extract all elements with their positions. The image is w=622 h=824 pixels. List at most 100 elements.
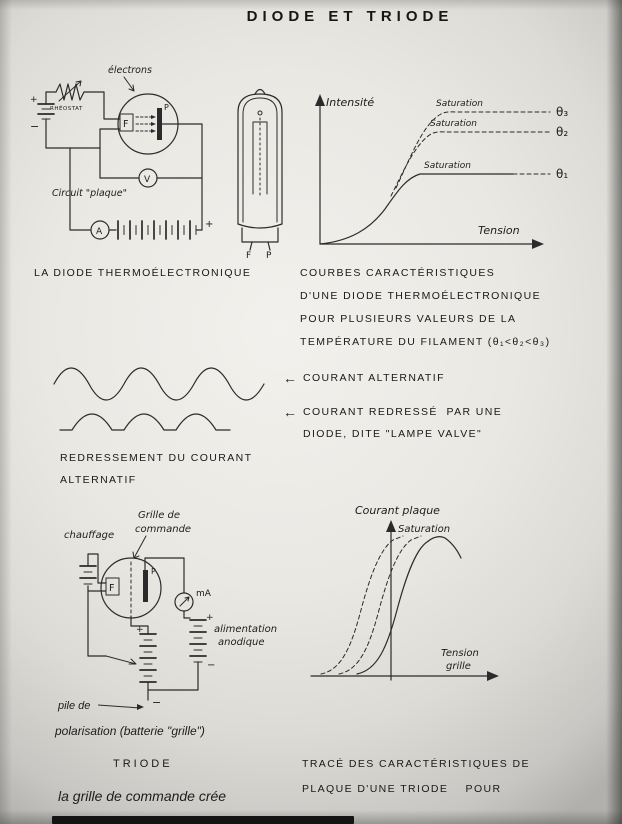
diode-characteristics-chart: Intensité Tension Saturation Saturation … [315, 94, 568, 249]
minus-sign: − [152, 696, 161, 709]
waveforms-drawing [53, 367, 265, 431]
plaque-circuit-label: Circuit "plaque" [52, 188, 127, 199]
rheostat-label: RHÉOSTAT [50, 104, 83, 112]
sine-wave [53, 367, 265, 401]
curve-theta3 [395, 111, 551, 189]
saturation-label-theta2: Saturation [430, 119, 477, 129]
triode-circuit-drawing: chauffage Grille de commande F P [64, 510, 277, 709]
x-axis-arrow-icon [532, 239, 544, 249]
saturation-label-theta1: Saturation [424, 161, 471, 171]
description-line: TEMPÉRATURE DU FILAMENT (θ₁<θ₂<θ₃) [300, 336, 551, 348]
theta2-label: θ₂ [556, 125, 568, 139]
triode-description-line2: PLAQUE D'UNE TRIODE POUR [302, 783, 502, 795]
alimentation-label-line1: alimentation [214, 624, 277, 635]
voltmeter: V [138, 168, 158, 188]
footer-handwriting: la grille de commande crée [58, 788, 227, 804]
tube-inner-outline [242, 97, 278, 223]
y-axis-label: Intensité [326, 96, 374, 109]
theta1-label: θ₁ [556, 167, 568, 181]
electron-flow-arrows [135, 116, 152, 132]
plate-bar [143, 570, 148, 602]
description-line: D'UNE DIODE THERMOÉLECTRONIQUE [300, 290, 541, 302]
rheostat-arrow-icon [58, 80, 82, 102]
diode-circuit-drawing: électrons + − RHÉOSTAT F P [30, 65, 213, 240]
alimentation-label-line2: anodique [218, 637, 265, 648]
x-axis-label-line1: Tension [441, 648, 479, 659]
pin-p-label: P [266, 251, 272, 261]
rectification-caption-line2: ALTERNATIF [60, 474, 137, 486]
grille-label-line1: Grille de [138, 510, 180, 521]
page-title: DIODE ET TRIODE [246, 8, 454, 25]
grille-pointer-arrow-icon [132, 535, 147, 559]
ammeter: A [90, 220, 110, 240]
vacuum-tube-drawing: F P [237, 88, 283, 261]
diode-tube: F P [117, 93, 179, 155]
electrons-arrow-icon [123, 76, 135, 92]
plate-battery-chain: + [117, 219, 213, 240]
y-axis-arrow-icon [315, 94, 325, 106]
polarisation-battery-chain: + − [136, 625, 161, 709]
redresse-label-line1: COURANT REDRESSÉ PAR UNE [303, 406, 503, 418]
triode-tube: F P [100, 557, 162, 619]
curve-dashed-2 [338, 535, 422, 675]
curve-dashed-1 [320, 535, 404, 675]
y-axis-arrow-icon [386, 520, 396, 532]
triode-caption: TRIODE [113, 758, 173, 770]
filament-label: F [109, 583, 114, 594]
plate-label: P [151, 567, 156, 576]
milliammeter: mA [174, 589, 212, 612]
left-arrow-icon [283, 370, 297, 386]
tube-electrodes [252, 110, 268, 199]
anode-battery-chain: + − [189, 613, 215, 671]
triode-wiring [87, 553, 199, 701]
voltmeter-label: V [144, 175, 151, 185]
left-arrow-icon [283, 404, 297, 420]
description-line: POUR PLUSIEURS VALEURS DE LA [300, 313, 517, 325]
right-arrow-icon [98, 702, 144, 710]
ammeter-label: A [96, 227, 103, 237]
plus-sign: + [205, 219, 213, 230]
triode-description-line1: TRACÉ DES CARACTÉRISTIQUES DE [302, 758, 530, 770]
tube-pins [249, 241, 271, 251]
filament-battery: + − [30, 95, 55, 133]
scan-artifact-strip [52, 816, 354, 824]
tube-base [241, 227, 279, 243]
grille-label-line2: commande [135, 524, 191, 535]
chart-curves [319, 111, 551, 245]
minus-sign: − [207, 660, 215, 671]
chauffage-label: chauffage [64, 530, 114, 541]
rectified-wave [59, 413, 231, 431]
alternatif-label: COURANT ALTERNATIF [303, 372, 445, 384]
curve-theta1 [319, 173, 514, 245]
pile-label: pile de [58, 700, 91, 712]
plus-sign: + [30, 95, 38, 105]
milliammeter-label: mA [196, 589, 212, 599]
plate-label: P [164, 103, 169, 112]
plus-sign: + [136, 625, 144, 635]
chart-axes: Tension grille [310, 520, 499, 681]
x-axis-label: Tension [478, 224, 520, 237]
tube-tip [254, 88, 266, 95]
chart-curves [320, 535, 462, 675]
plus-sign: + [206, 613, 214, 623]
chart-axes: Intensité Tension [315, 94, 544, 249]
pin-f-label: F [246, 251, 251, 261]
theta3-label: θ₃ [556, 105, 568, 119]
filament-box [119, 113, 134, 132]
potentiometer-tap-arrow-icon [105, 655, 137, 665]
rectification-caption-line1: REDRESSEMENT DU COURANT [60, 452, 253, 464]
minus-sign: − [30, 120, 39, 133]
filament-label: F [123, 119, 128, 130]
heater-battery [79, 565, 97, 585]
rheostat-symbol: RHÉOSTAT [45, 80, 85, 112]
chart-title: Courant plaque [355, 504, 440, 517]
redresse-label-line2: DIODE, DITE "LAMPE VALVE" [303, 428, 483, 440]
triode-characteristics-chart: Courant plaque Saturation Tension grille [310, 504, 499, 681]
plate-bar [157, 108, 162, 140]
curve-solid [356, 536, 462, 675]
polarisation-label: polarisation (batterie "grille") [55, 724, 205, 738]
tube-outer-outline [237, 93, 283, 225]
tube-bottom [237, 223, 283, 229]
diode-wiring [45, 91, 203, 231]
